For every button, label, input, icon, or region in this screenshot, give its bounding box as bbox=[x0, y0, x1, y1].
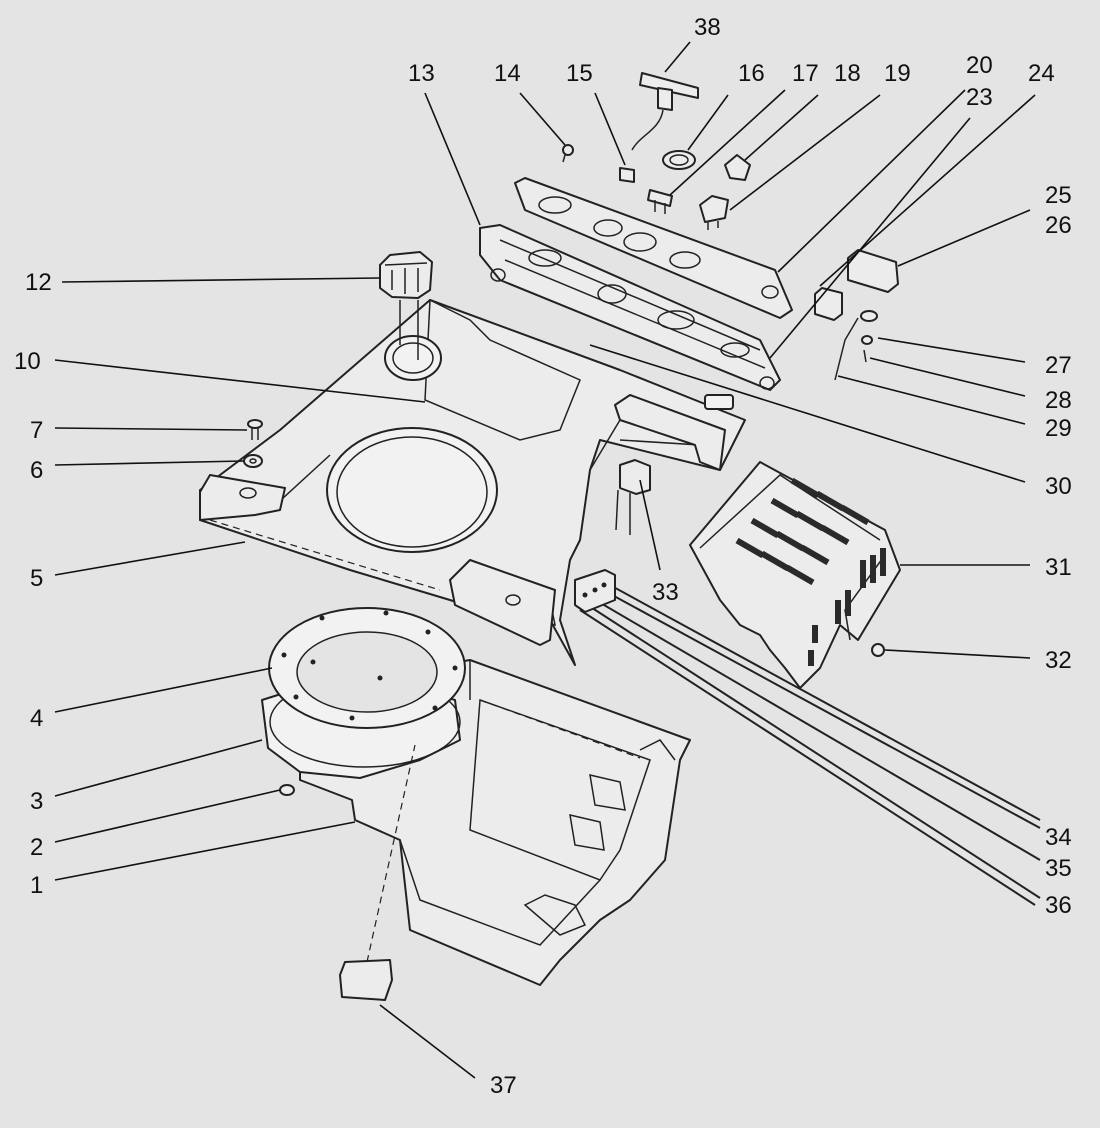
callout-29: 29 bbox=[837, 375, 1072, 442]
svg-text:37: 37 bbox=[490, 1072, 517, 1099]
callout-28: 28 bbox=[869, 357, 1072, 414]
part-13-control-panel bbox=[479, 224, 781, 391]
callout-2: 2 bbox=[30, 789, 281, 861]
part-38-key bbox=[631, 72, 699, 151]
callout-17: 17 bbox=[669, 60, 819, 196]
part-16-nut bbox=[662, 150, 696, 170]
part-7-bolt bbox=[247, 419, 263, 440]
svg-text:1: 1 bbox=[30, 872, 43, 899]
callout-18: 18 bbox=[744, 60, 861, 161]
svg-text:15: 15 bbox=[566, 60, 593, 87]
callout-6: 6 bbox=[30, 457, 245, 484]
callout-24: 24 bbox=[819, 60, 1055, 287]
callout-7: 7 bbox=[30, 417, 248, 444]
callout-23: 23 bbox=[769, 84, 993, 359]
svg-text:27: 27 bbox=[1045, 352, 1072, 379]
svg-text:2: 2 bbox=[30, 834, 43, 861]
part-6-washer bbox=[243, 454, 263, 468]
callout-36: 36 bbox=[1045, 892, 1072, 919]
svg-text:3: 3 bbox=[30, 788, 43, 815]
svg-text:12: 12 bbox=[25, 269, 52, 296]
svg-text:16: 16 bbox=[738, 60, 765, 87]
callout-32: 32 bbox=[884, 647, 1072, 674]
svg-text:31: 31 bbox=[1045, 554, 1072, 581]
svg-text:17: 17 bbox=[792, 60, 819, 87]
callout-19: 19 bbox=[729, 60, 911, 211]
part-12-fuel-cap bbox=[379, 251, 433, 360]
callout-34: 34 bbox=[1045, 824, 1072, 851]
part-31-belt-cover bbox=[689, 461, 901, 689]
svg-text:29: 29 bbox=[1045, 415, 1072, 442]
svg-text:4: 4 bbox=[30, 705, 43, 732]
part-29-wire bbox=[834, 317, 859, 381]
callout-12: 12 bbox=[25, 269, 381, 296]
callout-33: 33 bbox=[639, 479, 679, 606]
callout-38: 38 bbox=[664, 14, 721, 73]
part-33-connector bbox=[615, 459, 651, 535]
callout-14: 14 bbox=[494, 60, 566, 146]
part-25-light-housing bbox=[847, 249, 899, 293]
part-17-switch bbox=[647, 189, 673, 214]
svg-text:20: 20 bbox=[966, 52, 993, 79]
svg-text:34: 34 bbox=[1045, 824, 1072, 851]
svg-text:33: 33 bbox=[652, 579, 679, 606]
svg-text:24: 24 bbox=[1028, 60, 1055, 87]
callout-16: 16 bbox=[687, 60, 765, 151]
callout-35: 35 bbox=[1045, 855, 1072, 882]
part-19-switch-body bbox=[699, 195, 729, 230]
part-4-mounting-ring bbox=[268, 607, 466, 729]
svg-text:32: 32 bbox=[1045, 647, 1072, 674]
part-bracket-under-panel bbox=[614, 394, 734, 471]
callout-26: 26 bbox=[897, 209, 1072, 267]
svg-text:26: 26 bbox=[1045, 212, 1072, 239]
svg-text:7: 7 bbox=[30, 417, 43, 444]
callout-4: 4 bbox=[30, 667, 273, 732]
svg-text:35: 35 bbox=[1045, 855, 1072, 882]
svg-text:5: 5 bbox=[30, 565, 43, 592]
part-27-washer bbox=[860, 310, 878, 345]
callout-37: 37 bbox=[379, 1004, 517, 1099]
svg-text:25: 25 bbox=[1045, 182, 1072, 209]
part-28-screw bbox=[863, 349, 867, 363]
part-5-front-panel bbox=[199, 474, 556, 646]
part-15-switch-boot bbox=[619, 167, 635, 183]
part-20-panel-frame bbox=[514, 177, 793, 319]
rod-end-block bbox=[574, 569, 616, 613]
part-18-rocker bbox=[724, 154, 751, 181]
part-32-screw bbox=[871, 643, 885, 657]
svg-text:10: 10 bbox=[14, 348, 41, 375]
svg-text:18: 18 bbox=[834, 60, 861, 87]
svg-text:38: 38 bbox=[694, 14, 721, 41]
callout-31: 31 bbox=[900, 554, 1072, 581]
svg-text:30: 30 bbox=[1045, 473, 1072, 500]
svg-text:23: 23 bbox=[966, 84, 993, 111]
callout-25: 25 bbox=[1045, 182, 1072, 209]
callout-13: 13 bbox=[408, 60, 481, 226]
svg-text:13: 13 bbox=[408, 60, 435, 87]
svg-text:28: 28 bbox=[1045, 387, 1072, 414]
part-2-nut bbox=[279, 784, 295, 796]
callout-20: 20 bbox=[777, 52, 993, 273]
callout-27: 27 bbox=[877, 337, 1072, 379]
svg-text:19: 19 bbox=[884, 60, 911, 87]
svg-text:14: 14 bbox=[494, 60, 521, 87]
callout-15: 15 bbox=[566, 60, 626, 166]
callout-1: 1 bbox=[30, 821, 356, 899]
part-36-rod bbox=[579, 603, 1041, 906]
callout-30: 30 bbox=[589, 344, 1072, 500]
part-34-rod bbox=[602, 583, 1041, 829]
callout-3: 3 bbox=[30, 739, 263, 815]
part-14-screw bbox=[562, 144, 574, 163]
part-35-rod bbox=[591, 597, 1041, 861]
part-24-bulb bbox=[814, 287, 843, 321]
callout-5: 5 bbox=[30, 541, 246, 592]
svg-text:6: 6 bbox=[30, 457, 43, 484]
part-37-decal bbox=[339, 744, 416, 1001]
svg-text:36: 36 bbox=[1045, 892, 1072, 919]
callout-10: 10 bbox=[14, 348, 426, 403]
